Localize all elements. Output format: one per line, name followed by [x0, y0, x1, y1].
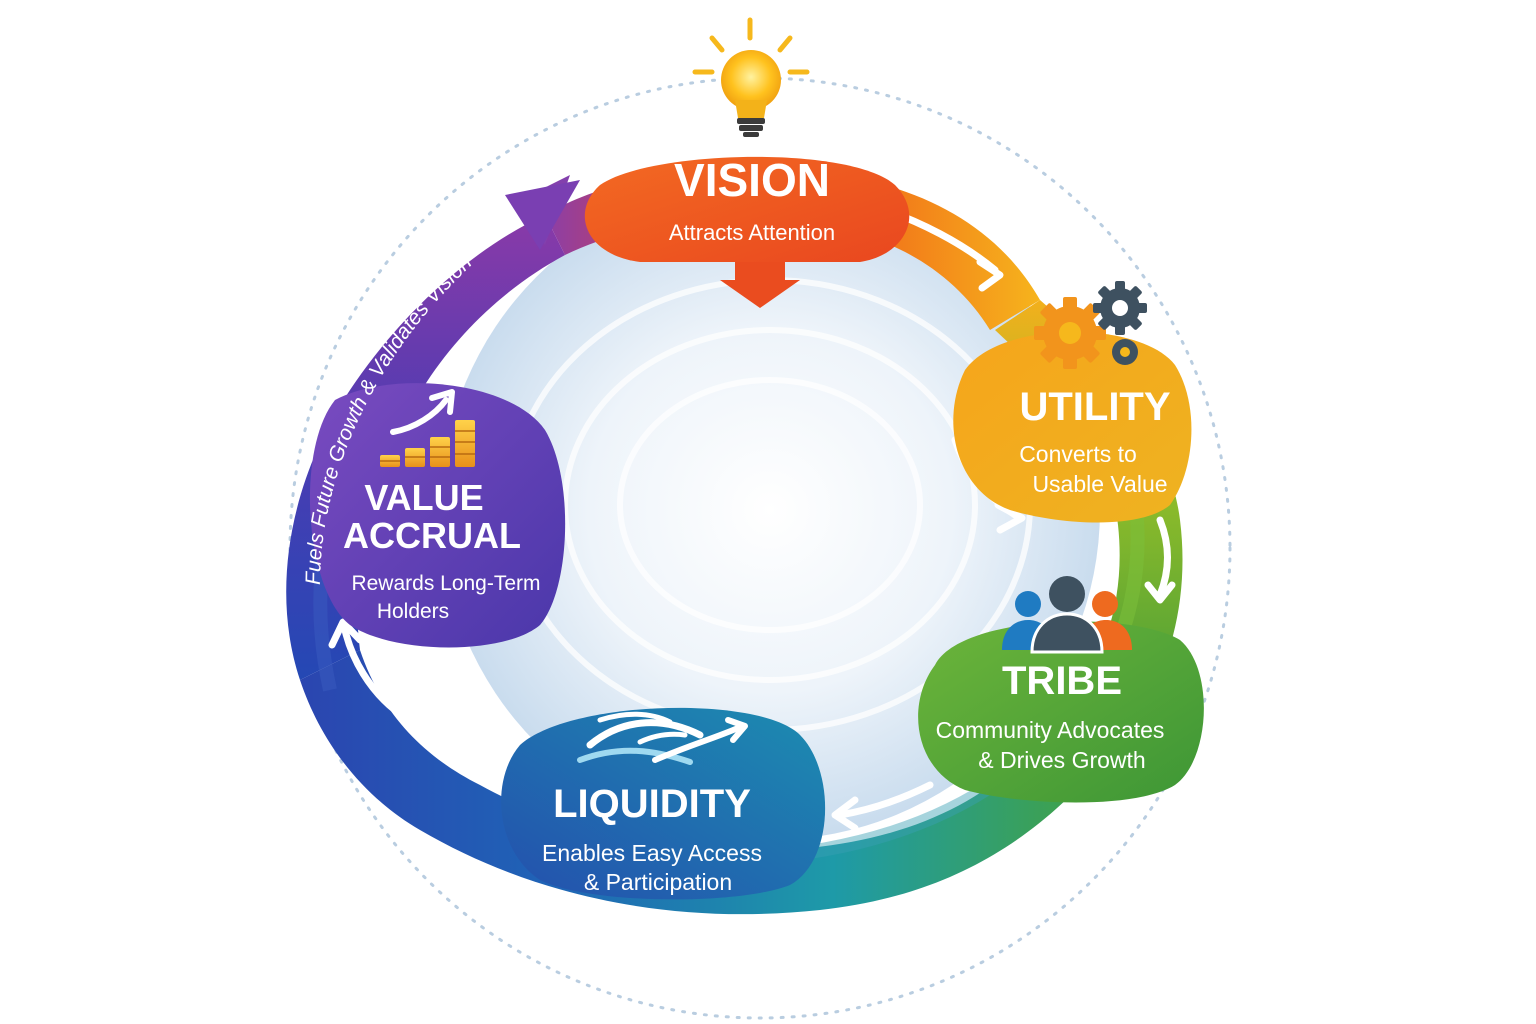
value-accrual-subtitle-line-1: Rewards Long-Term: [351, 572, 540, 595]
liquidity-subtitle-line-2: & Participation: [584, 869, 732, 895]
utility-subtitle-line-2: Usable Value: [1032, 471, 1167, 497]
liquidity-subtitle-line-1: Enables Easy Access: [542, 840, 762, 866]
vision-subtitle: Attracts Attention: [669, 220, 835, 245]
liquidity-blob: [501, 707, 826, 900]
vision-blob: [584, 156, 910, 262]
vision-title: VISION: [674, 154, 830, 206]
stage-vision: VISION Attracts Attention: [584, 154, 910, 308]
liquidity-title: LIQUIDITY: [553, 782, 751, 826]
value-accrual-subtitle-line-2: Holders: [377, 600, 449, 623]
tribe-subtitle-line-1: Community Advocates: [936, 717, 1165, 743]
flow-arrow-utility-tribe: [1156, 516, 1171, 599]
flow-arrowhead-utility-inner: [994, 501, 1026, 534]
flow-arrow-liquidity-value: [341, 626, 399, 714]
stage-tribe: TRIBE Community Advocates & Drives Growt…: [918, 621, 1204, 803]
waves-arrows-icon: [577, 711, 748, 765]
lightbulb-icon: [692, 17, 810, 137]
stage-value-accrual: VALUE ACCRUAL Rewards Long-Term Holders: [309, 383, 566, 648]
stage-utility: UTILITY Converts to Usable Value: [953, 331, 1192, 523]
gears-icon: [1034, 281, 1147, 369]
utility-subtitle-line-1: Converts to: [1019, 441, 1137, 467]
flow-arrowhead-utility-tribe: [1144, 581, 1176, 604]
growth-bars-icon: [380, 389, 475, 467]
people-icon: [1002, 576, 1132, 654]
flow-arrowhead-liquidity-value: [328, 618, 364, 649]
arrowhead-top-left-inner: [505, 180, 580, 250]
flow-arrow-tribe-liquidity: [836, 781, 934, 819]
utility-blob: [953, 331, 1192, 523]
flow-arrowhead-vision-utility: [976, 258, 1004, 292]
flow-arrowhead-tribe-liquidity: [831, 796, 859, 832]
value-accrual-title-line-1: VALUE: [364, 477, 483, 518]
value-accrual-blob: [309, 383, 566, 648]
ring-segment-bottom: [300, 650, 1120, 915]
vision-down-arrow: [720, 262, 800, 308]
utility-title: UTILITY: [1019, 385, 1170, 429]
stage-liquidity: LIQUIDITY Enables Easy Access & Particip…: [501, 707, 826, 900]
tribe-title: TRIBE: [1002, 659, 1122, 703]
tribe-blob: [918, 621, 1204, 803]
value-accrual-title-line-2: ACCRUAL: [343, 515, 521, 556]
tribe-subtitle-line-2: & Drives Growth: [978, 747, 1145, 773]
